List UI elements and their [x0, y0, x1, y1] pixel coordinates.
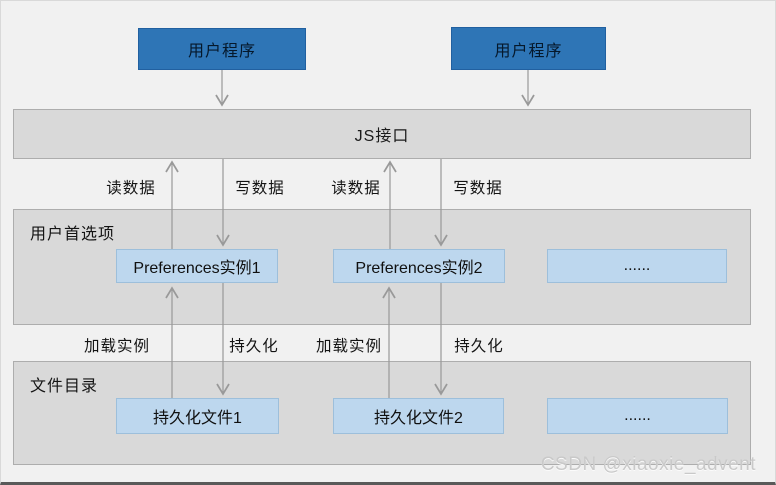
edge-label-load-right: 加载实例 — [315, 338, 382, 355]
user-program-box-2: 用户程序 — [451, 27, 606, 70]
edge-label-load-left: 加载实例 — [83, 338, 150, 355]
files-ellipsis-box: ...... — [547, 398, 728, 434]
preferences-ellipsis-box: ...... — [547, 249, 727, 283]
js-interface-band: JS接口 — [13, 109, 751, 159]
edge-label-read-left: 读数据 — [106, 180, 156, 197]
edge-label-write-right: 写数据 — [453, 180, 503, 197]
csdn-watermark: CSDN @xiaoxie_advent — [540, 454, 756, 475]
file-directory-band-label: 文件目录 — [30, 378, 99, 395]
preferences-band-label: 用户首选项 — [30, 226, 116, 243]
preferences-instance-1-box: Preferences实例1 — [116, 249, 278, 283]
js-interface-label: JS接口 — [354, 128, 410, 145]
persisted-file-2-box: 持久化文件2 — [333, 398, 504, 434]
preferences-instance-2-box: Preferences实例2 — [333, 249, 505, 283]
edge-label-persist-right: 持久化 — [454, 338, 504, 355]
edge-label-persist-left: 持久化 — [229, 338, 279, 355]
edge-label-read-right: 读数据 — [331, 180, 381, 197]
edge-label-write-left: 写数据 — [235, 180, 285, 197]
user-program-box-1: 用户程序 — [138, 28, 306, 70]
persisted-file-1-box: 持久化文件1 — [116, 398, 279, 434]
